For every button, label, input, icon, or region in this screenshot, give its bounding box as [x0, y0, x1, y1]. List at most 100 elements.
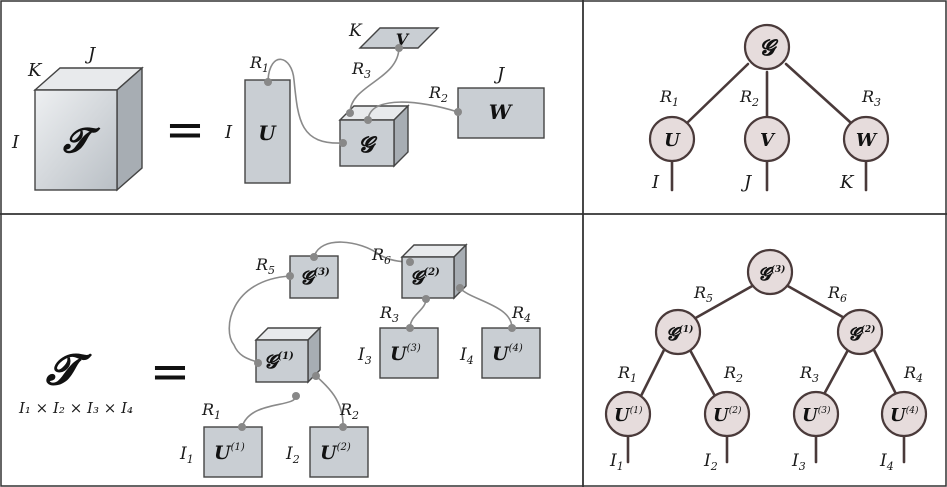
- rank-r4: R4: [511, 303, 531, 325]
- svg-text:U(3): U(3): [390, 343, 421, 365]
- rank-r5: R5: [255, 255, 275, 277]
- factor-u-box: [244, 79, 291, 184]
- tucker-tensor-cube: 𝓣: [33, 66, 144, 192]
- port-g3-a: [310, 253, 318, 261]
- ht-u1-node: [604, 390, 652, 438]
- factor-u-dim: I: [224, 122, 233, 143]
- core-label: 𝓖: [358, 132, 378, 158]
- equals-sign-bottom: =: [150, 344, 190, 400]
- port-g3-b: [286, 272, 294, 280]
- tree-root-node: [743, 23, 791, 71]
- port-u2: [339, 423, 347, 431]
- dim-i2: I2: [285, 444, 300, 466]
- ht-rank-r5: R5: [693, 283, 713, 305]
- svg-text:U(4): U(4): [492, 343, 523, 365]
- edge-g1-u1: [241, 395, 297, 428]
- port-core-3: [364, 116, 372, 124]
- tree-u-label: U: [664, 130, 681, 151]
- factor-u1-box: U(1): [203, 426, 263, 478]
- tree-node-w: [842, 115, 890, 163]
- port-u3: [406, 324, 414, 332]
- tree-node-v: [743, 115, 791, 163]
- tree-dim-i: I: [651, 172, 660, 193]
- port-g2-a: [406, 258, 414, 266]
- ht-g1-label: 𝓖(1): [666, 324, 693, 345]
- tucker-tree: [648, 23, 890, 192]
- rank-r6: R6: [371, 245, 391, 267]
- port-core-1: [339, 139, 347, 147]
- ht-rank-r2: R2: [723, 363, 743, 385]
- factor-u-label: U: [258, 121, 277, 145]
- port-u1: [238, 423, 246, 431]
- factor-w-rank: R2: [428, 83, 448, 105]
- ht-rank-r1: R1: [617, 363, 637, 385]
- tensor-symbol-bottom: 𝓣: [46, 345, 93, 394]
- edge-g1-u2: [315, 375, 344, 428]
- factor-w-box: [457, 87, 545, 139]
- tree-v-label: V: [760, 130, 776, 151]
- svg-text:𝓖(2): 𝓖(2): [410, 267, 440, 289]
- ht-u1-label: U(1): [614, 405, 643, 426]
- factor-w-label: W: [489, 100, 514, 124]
- core-g1-cube: 𝓖(1): [254, 326, 322, 384]
- ht-u4-node: [880, 390, 928, 438]
- tree-root-label: 𝓖: [759, 35, 779, 61]
- rank-r2: R2: [339, 400, 359, 422]
- edge-w-core: [367, 101, 459, 121]
- tree-dim-j: J: [740, 172, 753, 193]
- port-g1-b: [292, 392, 300, 400]
- tree-node-u: [648, 115, 696, 163]
- ht-dim-i3: I3: [791, 451, 806, 473]
- factor-w-dim: J: [493, 64, 506, 85]
- ht-rank-r4: R4: [903, 363, 923, 385]
- svg-text:𝓖(1): 𝓖(1): [264, 351, 294, 373]
- factor-v-dim: K: [348, 21, 363, 41]
- edge-g2-u4: [459, 287, 513, 329]
- ht-tree-edges: [626, 283, 906, 464]
- rank-r1: R1: [201, 400, 221, 422]
- ht-root-node: [746, 248, 794, 296]
- tree-dim-k: K: [839, 172, 855, 193]
- dim-i4: I4: [459, 345, 474, 367]
- cube-dim-depth: K: [27, 60, 43, 81]
- core-g2-cube: 𝓖(2): [400, 243, 468, 300]
- ht-rank-r6: R6: [827, 283, 847, 305]
- ht-u4-label: U(4): [890, 405, 919, 426]
- factor-v-rank: R3: [351, 59, 371, 81]
- port-w: [454, 108, 462, 116]
- tree-rank-2: R2: [739, 87, 759, 109]
- core-cube-g: 𝓖: [338, 104, 410, 168]
- cube-dim-top: J: [84, 44, 97, 65]
- tree-rank-3: R3: [861, 87, 881, 109]
- ht-rank-r3: R3: [799, 363, 819, 385]
- edge-g3-g1: [228, 275, 291, 364]
- port-g2-b: [422, 295, 430, 303]
- port-g1-a: [254, 359, 262, 367]
- ht-g2-label: 𝓖(2): [848, 324, 875, 345]
- port-u4: [508, 324, 516, 332]
- svg-text:U(2): U(2): [320, 442, 351, 464]
- port-u: [264, 78, 272, 86]
- svg-text:U(1): U(1): [214, 442, 245, 464]
- ht-u2-label: U(2): [713, 405, 742, 426]
- ht-u2-node: [703, 390, 751, 438]
- ht-u3-node: [792, 390, 840, 438]
- factor-u4-box: U(4): [481, 327, 541, 379]
- tensor-dims-bottom: I₁ × I₂ × I₃ × I₄: [18, 399, 133, 417]
- port-g2-c: [456, 284, 464, 292]
- port-g1-c: [312, 372, 320, 380]
- tree-w-label: W: [856, 130, 878, 151]
- port-v: [395, 44, 403, 52]
- ht-g2-node: [836, 308, 884, 356]
- dim-i1: I1: [179, 444, 194, 466]
- ht-root-label: 𝓖(3): [758, 264, 785, 285]
- svg-text:𝓖(3): 𝓖(3): [300, 267, 330, 289]
- port-core-2: [346, 109, 354, 117]
- edge-u-core: [267, 58, 344, 144]
- core-g3-box: 𝓖(3): [289, 255, 339, 299]
- ht-dim-i2: I2: [703, 451, 718, 473]
- tree-rank-1: R1: [659, 87, 679, 109]
- edge-v-core: [349, 47, 400, 114]
